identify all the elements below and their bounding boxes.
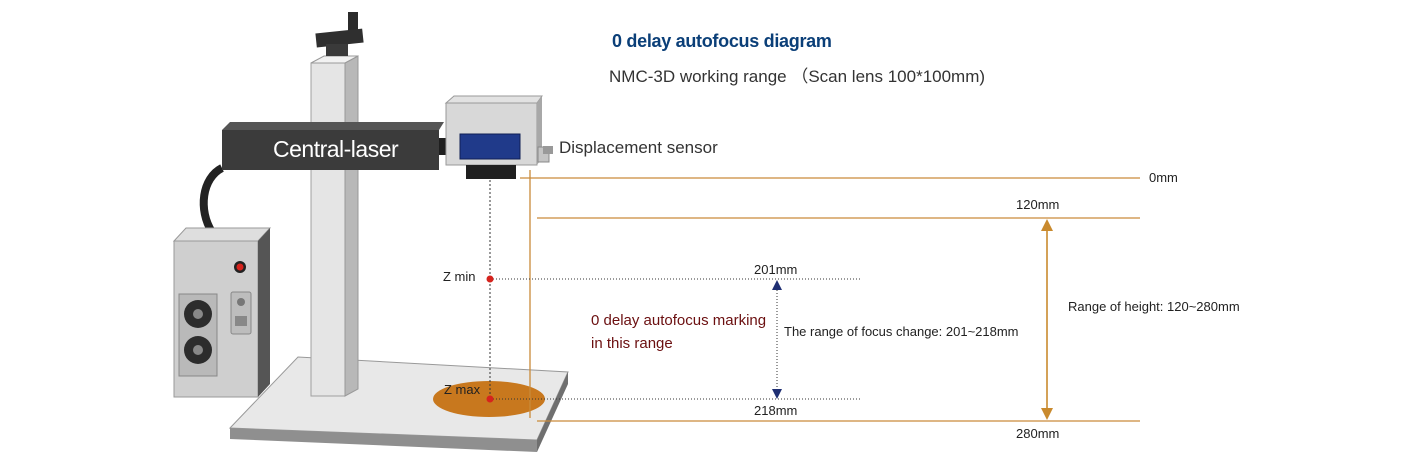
lift-handle bbox=[315, 12, 364, 56]
galvo-head bbox=[444, 95, 553, 179]
z-max-dot bbox=[486, 395, 494, 403]
page-subtitle: NMC-3D working range （Scan lens 100*100m… bbox=[609, 67, 986, 86]
focus-range-arrow bbox=[772, 280, 782, 399]
height-range-label: Range of height: 120~280mm bbox=[1068, 299, 1240, 314]
autofocus-note-line1: 0 delay autofocus marking bbox=[591, 312, 767, 329]
control-box bbox=[172, 227, 272, 398]
page-title: 0 delay autofocus diagram bbox=[612, 31, 832, 51]
height-range-arrow bbox=[1041, 219, 1053, 420]
z-max-value-label: 218mm bbox=[754, 403, 798, 418]
guide-lines bbox=[489, 170, 1140, 422]
level-bottom-label: 280mm bbox=[1016, 426, 1060, 441]
focus-range-label: The range of focus change: 201~218mm bbox=[784, 324, 1019, 339]
z-min-dot bbox=[486, 275, 494, 283]
sensor-label: Displacement sensor bbox=[559, 138, 718, 157]
level-zero-label: 0mm bbox=[1149, 170, 1178, 185]
laser-arm bbox=[199, 122, 448, 235]
autofocus-note-line2: in this range bbox=[591, 335, 673, 352]
z-min-value-label: 201mm bbox=[754, 262, 798, 277]
z-min-label: Z min bbox=[443, 269, 476, 284]
autofocus-note: 0 delay autofocus marking in this range bbox=[591, 309, 766, 355]
level-top-label: 120mm bbox=[1016, 197, 1060, 212]
column bbox=[310, 55, 359, 397]
brand-logo-text: Central-laser bbox=[273, 136, 399, 162]
z-max-label: Z max bbox=[444, 382, 481, 397]
